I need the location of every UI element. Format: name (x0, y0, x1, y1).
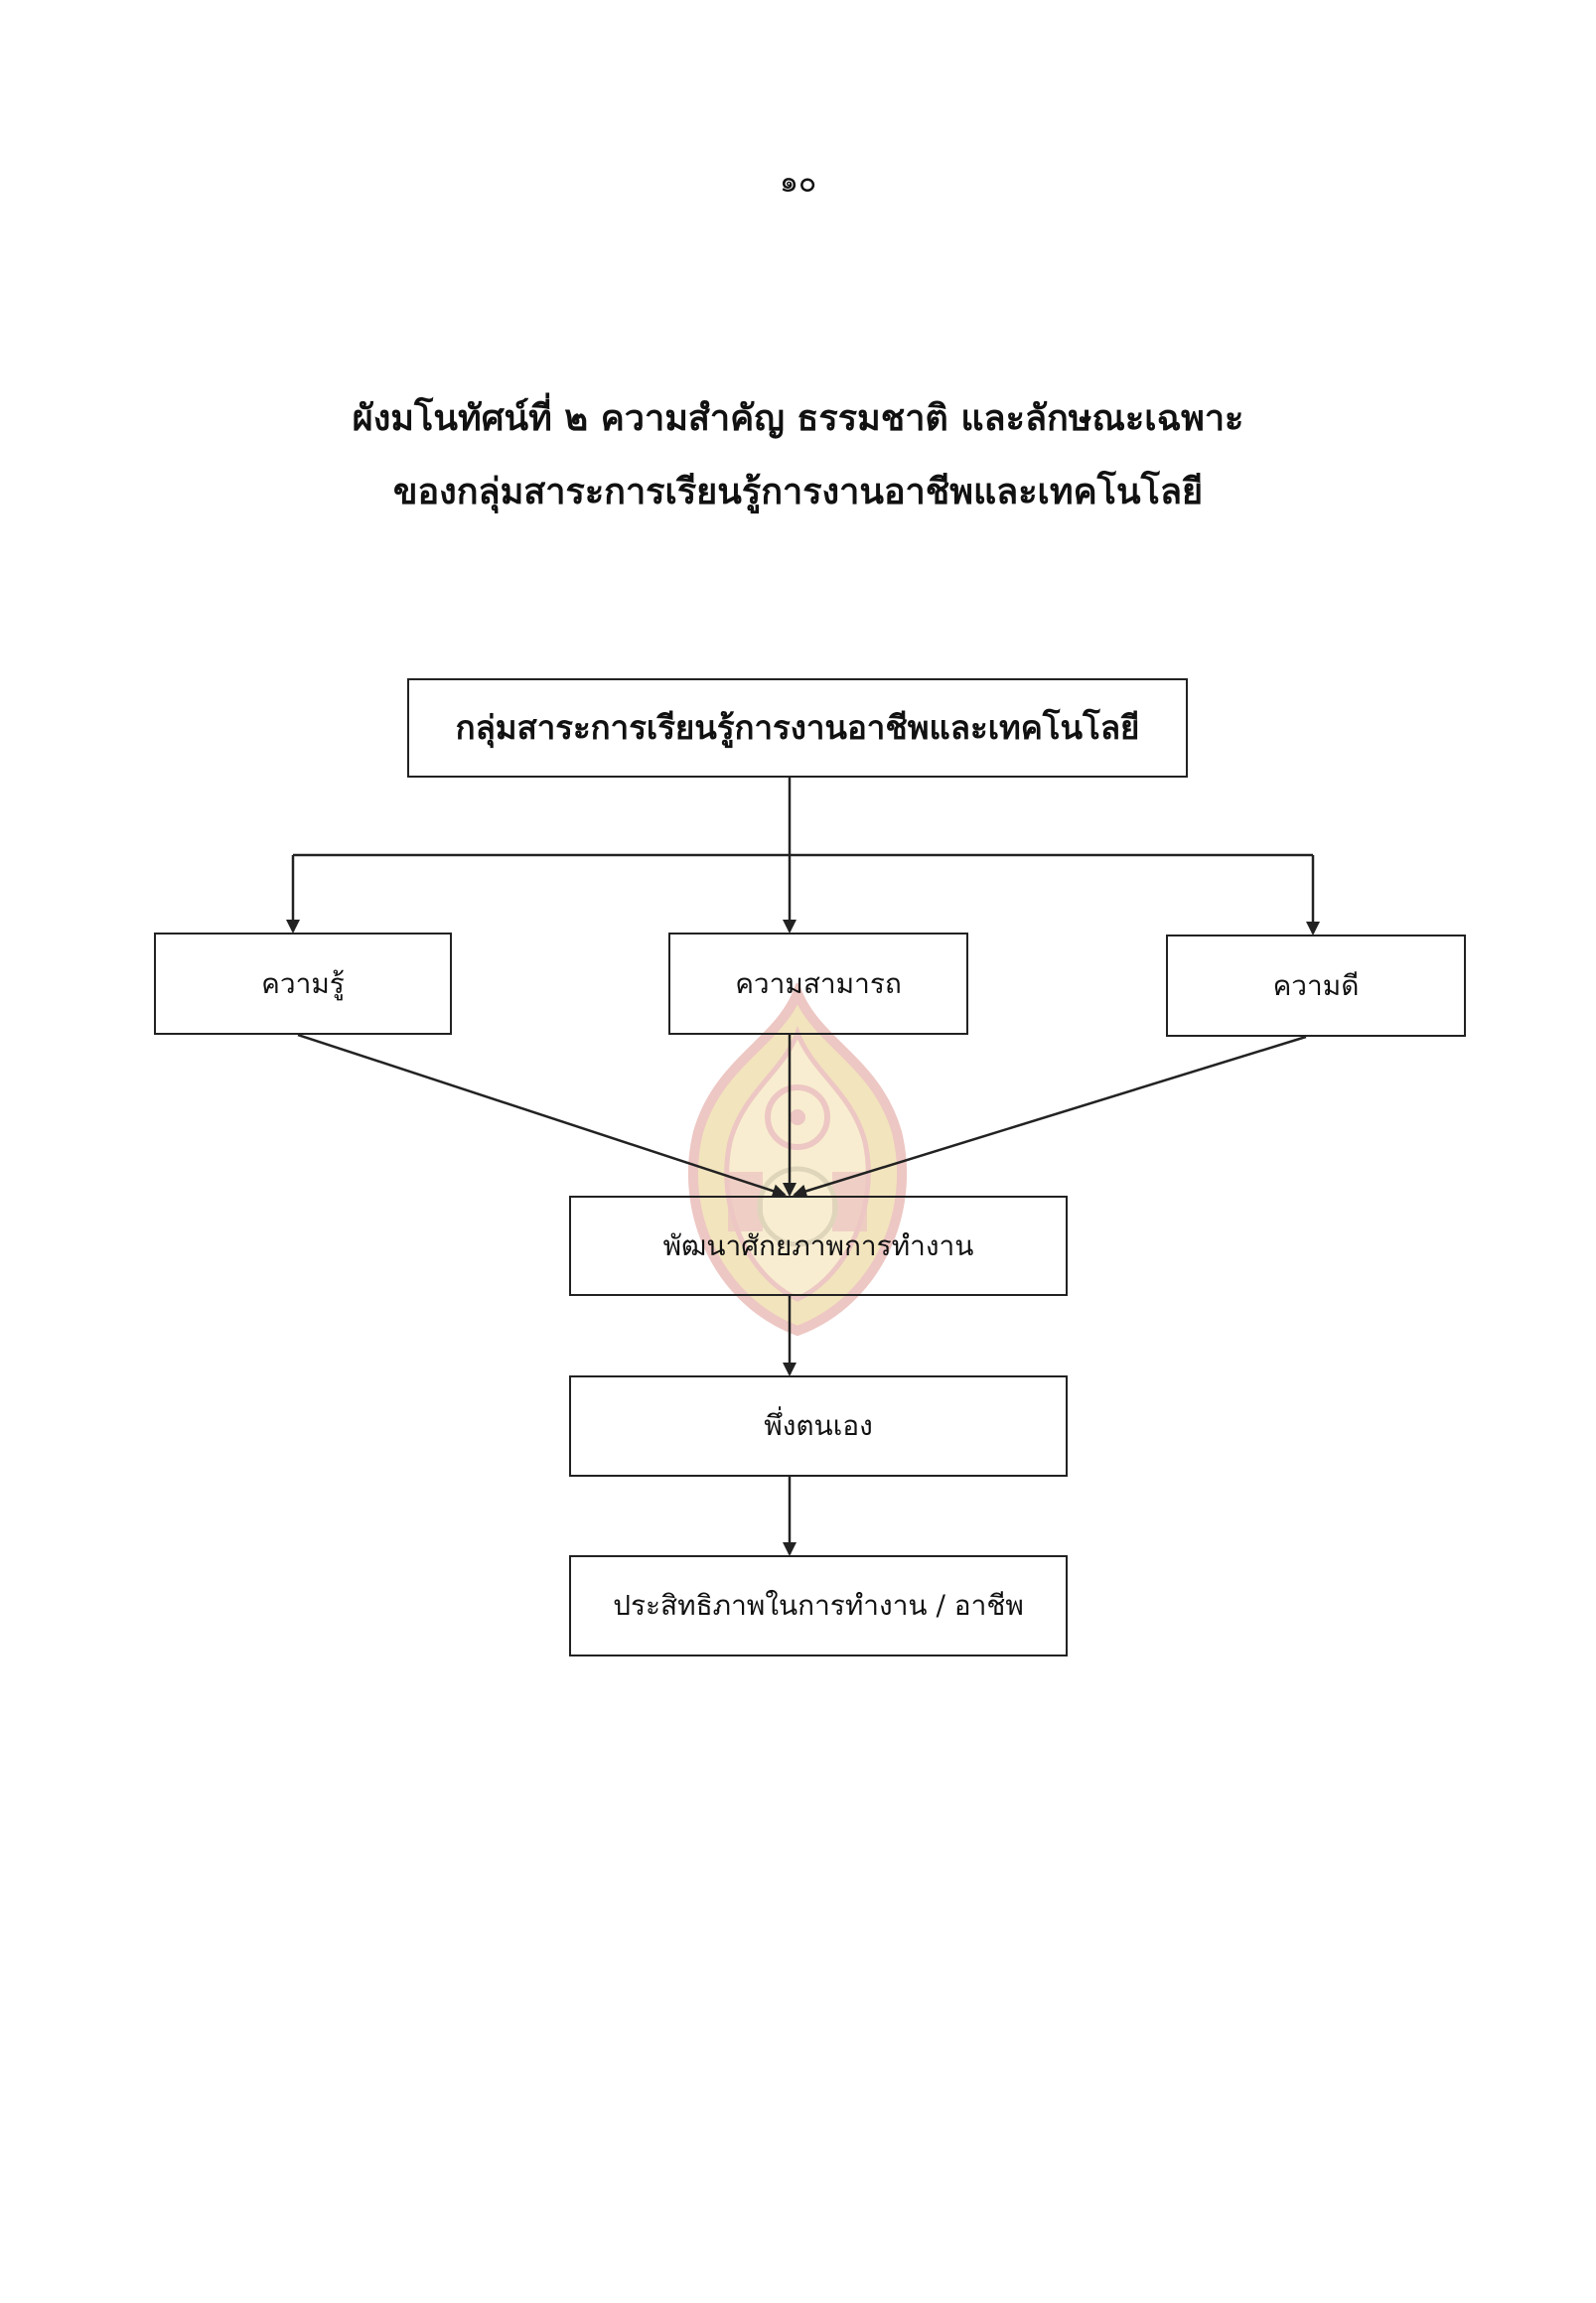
develop-potential-box: พัฒนาศักยภาพการทำงาน (569, 1196, 1068, 1296)
branch-virtue-box: ความดี (1166, 935, 1466, 1037)
branch-knowledge-box: ความรู้ (154, 933, 452, 1035)
diagram-title-line-2: ของกลุ่มสาระการเรียนรู้การงานอาชีพและเทค… (392, 471, 1204, 512)
connector-right-to-develop (793, 1035, 1307, 1199)
branch-knowledge-label: ความรู้ (261, 966, 345, 1000)
connector-left-to-develop (297, 1033, 787, 1198)
develop-potential-label: พัฒนาศักยภาพการทำงาน (662, 1228, 974, 1262)
branch-ability-box: ความสามารถ (668, 933, 968, 1035)
work-efficiency-box: ประสิทธิภาพในการทำงาน / อาชีพ (569, 1555, 1068, 1656)
branch-ability-label: ความสามารถ (735, 966, 902, 1000)
branch-virtue-label: ความดี (1272, 968, 1360, 1002)
government-seal-watermark-icon (687, 983, 908, 1337)
page-number: ๑๐ (779, 165, 817, 200)
diagram-title-line-1: ผังมโนทัศน์ที่ ๒ ความสำคัญ ธรรมชาติ และล… (352, 397, 1244, 439)
root-node-box: กลุ่มสาระการเรียนรู้การงานอาชีพและเทคโนโ… (407, 678, 1188, 778)
work-efficiency-label: ประสิทธิภาพในการทำงาน / อาชีพ (613, 1589, 1024, 1623)
self-reliance-label: พึ่งตนเอง (764, 1409, 873, 1443)
root-node-label: กลุ่มสาระการเรียนรู้การงานอาชีพและเทคโนโ… (455, 708, 1140, 748)
self-reliance-box: พึ่งตนเอง (569, 1375, 1068, 1477)
